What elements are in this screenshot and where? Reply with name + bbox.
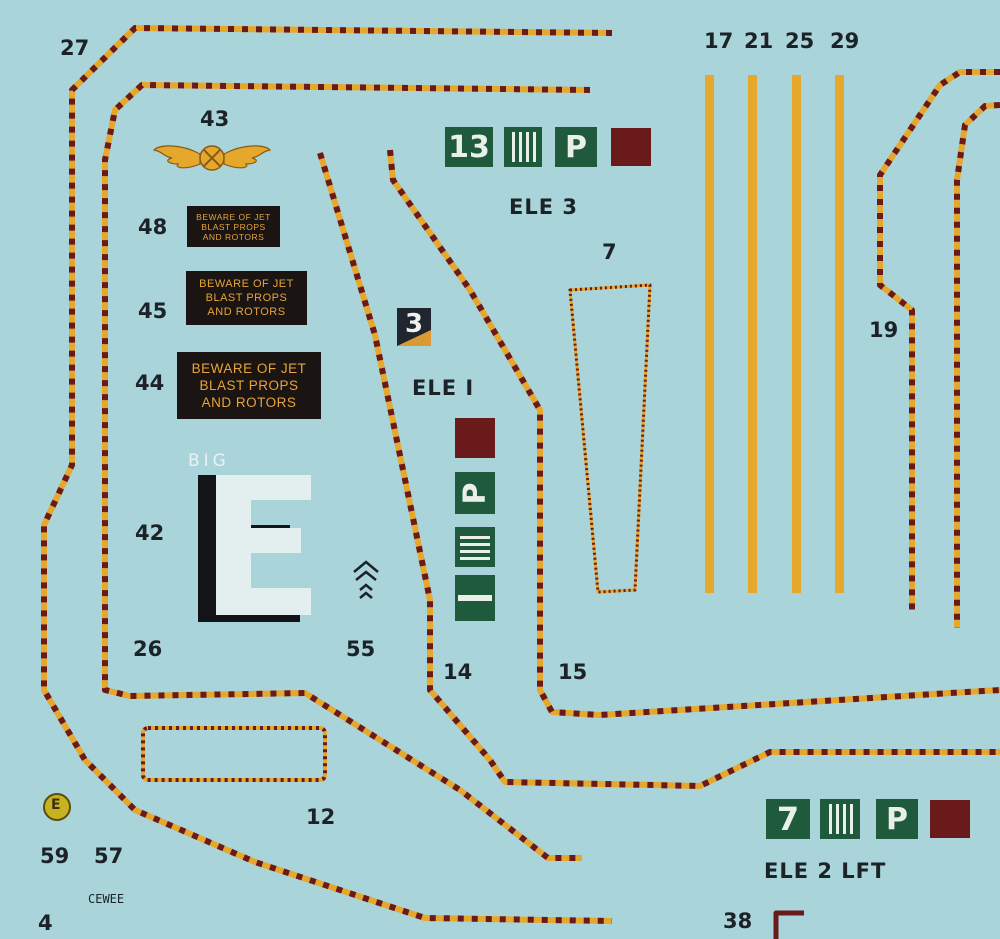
ele2-number: 7 (776, 800, 800, 838)
big-e-word: BIG (188, 451, 230, 471)
numeral-one-icon (458, 595, 492, 601)
label-ele-1: ELE I (412, 376, 475, 400)
sign-45-line-1: BEWARE OF JET (199, 278, 294, 290)
label-7: 7 (602, 240, 617, 264)
ele2-p-marker: P (876, 799, 918, 839)
label-ele-2-lft: ELE 2 LFT (764, 859, 887, 883)
label-21: 21 (744, 29, 774, 53)
sign-48-line-3: AND ROTORS (202, 231, 265, 242)
ele1-number-marker-bg (397, 308, 431, 346)
stripe-21 (748, 75, 757, 593)
ele1-number-marker: 3 (397, 305, 431, 343)
ele2-lines-marker (820, 799, 860, 839)
label-4: 4 (38, 911, 53, 935)
warning-sign-45: BEWARE OF JET BLAST PROPS AND ROTORS (186, 271, 307, 325)
corner-mark-38 (773, 910, 804, 939)
ele3-p: P (565, 129, 587, 165)
deck-line-27 (41, 25, 613, 924)
label-42: 42 (135, 521, 165, 545)
ele1-number: 3 (404, 309, 424, 339)
deck-line-19-inner (954, 102, 1000, 628)
warning-sign-44: BEWARE OF JET BLAST PROPS AND ROTORS (177, 352, 321, 419)
label-25: 25 (785, 29, 815, 53)
label-43: 43 (200, 107, 230, 131)
stripe-29 (835, 75, 844, 593)
sign-45-line-3: AND ROTORS (207, 306, 286, 318)
label-15: 15 (558, 660, 588, 684)
label-19: 19 (869, 318, 899, 342)
chevron-stack-icon (353, 560, 379, 599)
stripes-17-29 (705, 75, 844, 593)
ele2-number-marker: 7 (766, 799, 810, 839)
bars-icon (460, 536, 490, 560)
label-29: 29 (830, 29, 860, 53)
sign-45-line-2: BLAST PROPS (205, 292, 288, 304)
ele1-red-marker (455, 418, 495, 458)
sign-44-line-1: BEWARE OF JET (191, 361, 307, 376)
label-38: 38 (723, 909, 753, 933)
label-26: 26 (133, 637, 163, 661)
deck-line-14 (317, 152, 1000, 789)
deck-line-19 (877, 69, 1000, 610)
ele3-number-marker: 13 (445, 127, 493, 167)
ele1-lines-marker (455, 527, 495, 567)
stripe-25 (792, 75, 801, 593)
ele1-p: P (457, 482, 493, 504)
ele1-p-marker: P (455, 472, 495, 514)
sign-44-line-2: BLAST PROPS (199, 378, 299, 393)
bars-icon (829, 804, 853, 834)
ele3-lines-marker (504, 127, 542, 167)
label-55: 55 (346, 637, 376, 661)
deck-line-15 (387, 149, 1000, 718)
circle-e-letter: E (51, 797, 61, 813)
sign-48-line-2: BLAST PROPS (201, 221, 266, 232)
label-57: 57 (94, 844, 124, 868)
label-14: 14 (443, 660, 473, 684)
ele3-red-marker (611, 128, 651, 166)
sign-44-line-3: AND ROTORS (201, 395, 297, 410)
ele1-one-marker (455, 575, 495, 621)
deck-outline-7 (568, 283, 652, 594)
ele3-number: 13 (448, 129, 490, 165)
bars-icon (512, 132, 536, 162)
ele2-red-marker (930, 800, 970, 838)
label-48: 48 (138, 215, 168, 239)
deck-box-12 (141, 726, 327, 782)
cewee-text: CEWEE (88, 892, 125, 906)
warning-sign-48: BEWARE OF JET BLAST PROPS AND ROTORS (187, 206, 280, 247)
label-59: 59 (40, 844, 70, 868)
label-17: 17 (704, 29, 734, 53)
stripe-17 (705, 75, 714, 593)
label-12: 12 (306, 805, 336, 829)
sign-48-line-1: BEWARE OF JET (196, 211, 271, 222)
aviator-wings-icon (152, 145, 272, 171)
ele3-p-marker: P (555, 127, 597, 167)
label-45: 45 (138, 299, 168, 323)
circle-e-icon (43, 793, 71, 821)
label-27: 27 (60, 36, 90, 60)
label-ele-3: ELE 3 (509, 195, 578, 219)
deck-line-26 (102, 82, 591, 861)
label-44: 44 (135, 371, 165, 395)
ele2-p: P (886, 801, 908, 837)
big-e-graphic (198, 475, 311, 622)
